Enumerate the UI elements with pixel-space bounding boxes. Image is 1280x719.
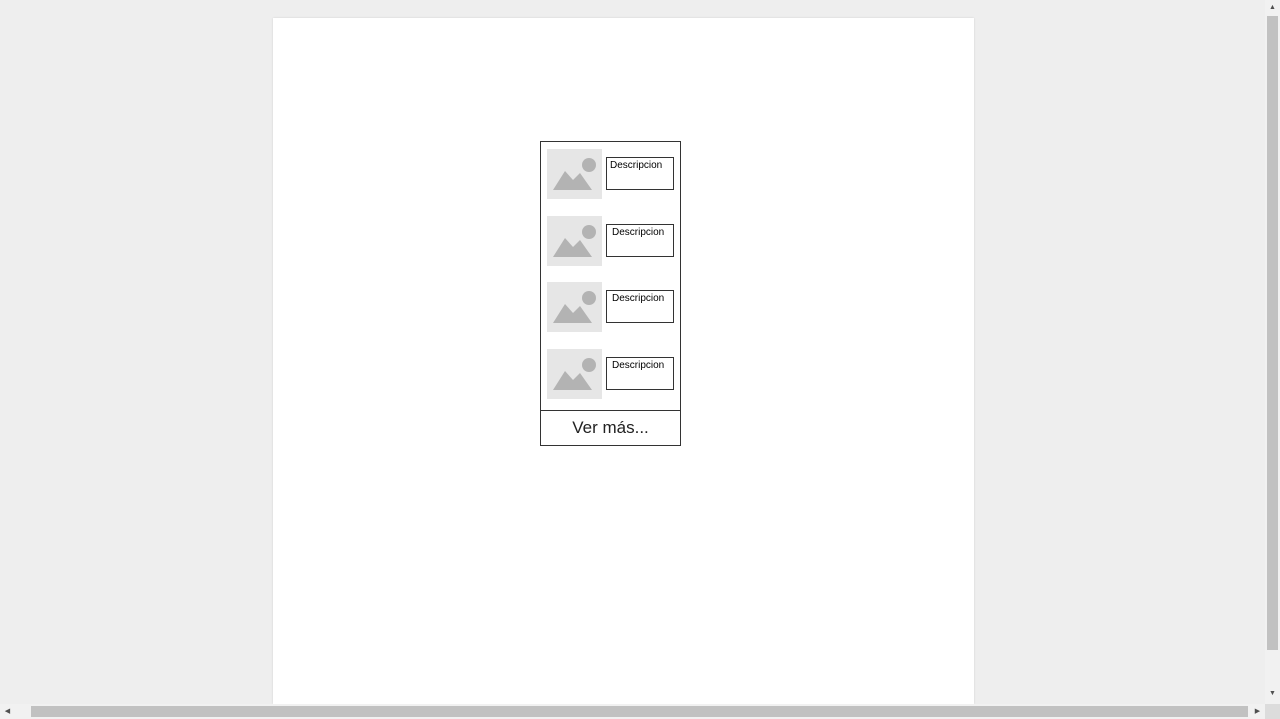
vertical-scrollbar[interactable]: ▲ ▼ [1265,0,1280,704]
scroll-down-icon[interactable]: ▼ [1269,690,1276,697]
scrollbar-corner [1265,704,1280,719]
description-box: Descripcion [606,357,674,390]
item-list-panel: Descripcion Descripcion Descripcion [540,141,681,446]
list-item[interactable]: Descripcion [547,149,677,199]
list-item[interactable]: Descripcion [547,216,677,266]
horizontal-scroll-thumb[interactable] [31,706,1248,717]
image-placeholder-icon [547,149,602,199]
canvas-viewport: Descripcion Descripcion Descripcion [273,18,974,704]
image-placeholder-icon [547,282,602,332]
image-placeholder-icon [547,216,602,266]
description-box: Descripcion [606,290,674,323]
see-more-button[interactable]: Ver más... [541,410,680,445]
description-box: Descripcion [606,224,674,257]
image-placeholder-icon [547,349,602,399]
list-item[interactable]: Descripcion [547,349,677,399]
description-box: Descripcion [606,157,674,190]
scroll-up-icon[interactable]: ▲ [1269,4,1276,11]
horizontal-scrollbar[interactable]: ◀ ▶ [0,704,1265,719]
vertical-scroll-thumb[interactable] [1267,16,1278,650]
scroll-left-icon[interactable]: ◀ [4,708,11,715]
scroll-right-icon[interactable]: ▶ [1254,708,1261,715]
list-item[interactable]: Descripcion [547,282,677,332]
